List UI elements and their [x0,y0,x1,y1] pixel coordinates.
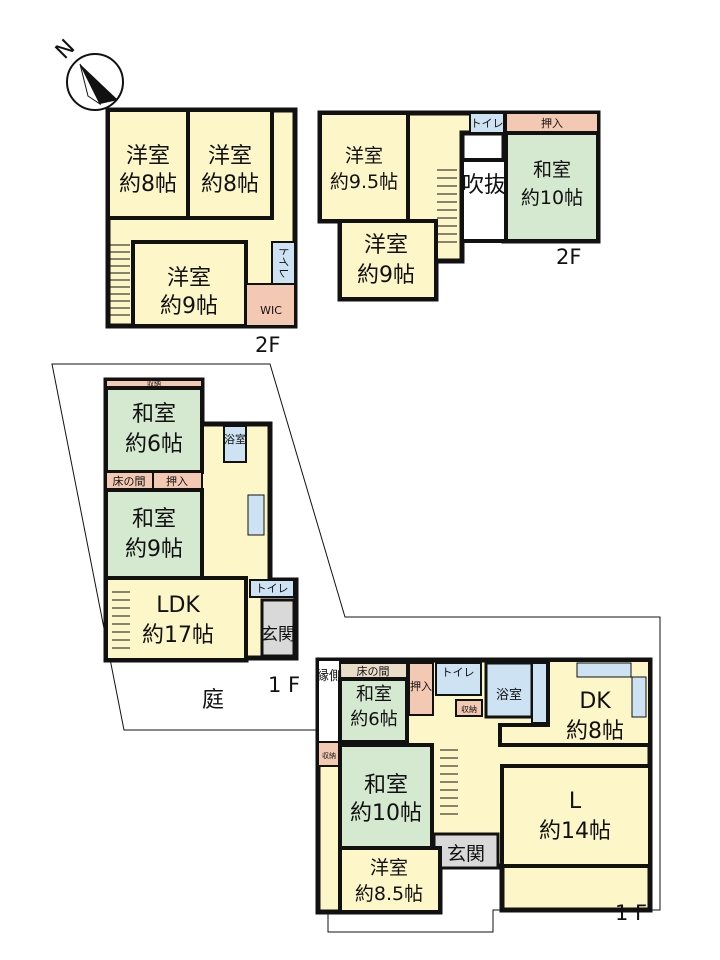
label-b1-toilet: トイレ [442,666,475,679]
label-b1-storage-side: 収納 [322,751,336,760]
label-b1-dk-size: 約8帖 [566,719,624,744]
building-a-floor2 [105,107,298,329]
label-b1-engawa: 縁側 [316,668,342,684]
room-b1-oshiire [408,662,434,716]
room-b1-storage-mid [455,699,483,717]
room-a1-j1 [104,386,204,474]
label-a1-storage-top: 収納 [147,379,161,388]
label-a1-j2-name: 和室 [132,507,176,532]
label-b1-entrance: 玄関 [447,843,485,865]
building-a-floor1 [103,377,299,663]
label-b1-w1-size: 約8.5帖 [355,883,423,905]
label-b2-toilet: トイレ [471,117,504,130]
label-a1-entrance: 玄関 [261,625,295,645]
label-a2-w3-size: 約9帖 [160,294,218,319]
room-b1-bath [484,661,534,719]
label-b1-j2-size: 約10帖 [350,801,422,826]
floor-label-a2: 2F [255,333,280,357]
site-boundary [51,363,661,933]
label-a1-ldk-name: LDK [156,593,200,618]
label-garden: 庭 [202,688,224,713]
label-b1-oshiire: 押入 [410,679,432,693]
label-b2-w2-name: 洋室 [364,233,408,258]
room-b1-dk [498,658,652,747]
label-b2-void-text: 吹抜 [462,173,506,198]
label-b1-living-name: L [569,789,582,814]
label-b2-j1-name: 和室 [533,159,571,181]
label-a1-toilet: トイレ [256,582,289,595]
label-b2-w1-name: 洋室 [345,145,383,167]
room-b1-j2 [338,743,434,850]
label-a2-wic: WIC [260,304,282,317]
label-b1-living-size: 約14帖 [539,819,611,844]
label-b1-j2-name: 和室 [364,773,408,798]
label-a1-j1-name: 和室 [132,402,176,427]
kitchen-counter-side-icon [631,676,647,718]
label-b1-j1-name: 和室 [356,684,392,705]
room-a1-entrance [260,598,296,658]
north-arrow-icon [66,53,124,111]
label-b2-w1-size: 約9.5帖 [330,171,398,193]
room-a1-j2 [104,488,204,580]
label-a2-toilet: トイレ [277,246,290,279]
label-a1-j2-size: 約9帖 [125,537,183,562]
room-b1-w1 [338,846,442,914]
label-b2-oshiire: 押入 [541,116,563,130]
label-a1-tokonoma: 床の間 [113,474,146,488]
label-a1-ldk-size: 約17帖 [142,623,214,648]
floor-label-b1: 1 F [615,901,647,925]
building-b-floor1 [315,657,653,915]
room-a2-w2 [186,108,274,220]
room-b2-w2 [338,219,438,301]
room-a2-w3 [131,240,248,328]
label-a2-w3-name: 洋室 [167,266,211,291]
label-a2-w2-size: 約8帖 [201,172,259,197]
label-b1-storage-mid: 収納 [461,704,477,714]
label-a2-w1-name: 洋室 [126,144,170,169]
north-label: N [51,35,80,64]
label-a1-j1-size: 約6帖 [125,432,183,457]
label-a2-w1-size: 約8帖 [119,172,177,197]
kitchen-counter-icon [576,662,632,678]
room-b1-washroom [531,662,549,724]
floor-label-b2: 2F [556,245,581,269]
label-a1-bath: 浴室 [224,432,246,446]
floor-label-a1: 1 F [268,673,300,697]
label-a2-w2-name: 洋室 [208,144,252,169]
label-b1-j1-size: 約6帖 [350,709,397,730]
label-b2-w2-size: 約9帖 [357,263,415,288]
label-b1-bath: 浴室 [496,687,522,703]
room-a2-wic [245,283,296,327]
room-b1-toilet [435,662,482,696]
room-a1-toilet [249,579,295,598]
room-b2-w1 [318,111,410,223]
label-b1-dk-name: DK [579,689,611,714]
kitchen-sink-icon [247,494,265,536]
label-b2-j1-size: 約10帖 [521,187,583,209]
room-b2-j1 [504,131,600,243]
label-b2-void: 吹抜 [462,173,506,198]
building-b-floor2 [317,110,601,302]
room-b2-toilet [469,112,505,134]
label-a1-oshiire: 押入 [166,474,188,488]
label-b1-w1-name: 洋室 [370,857,408,879]
room-a1-bath [223,425,247,463]
room-b1-living [500,764,652,868]
label-b1-engawa-text: 縁側 [316,668,342,684]
room-b1-j1 [338,677,409,744]
label-b1-tokonoma: 床の間 [357,664,390,678]
